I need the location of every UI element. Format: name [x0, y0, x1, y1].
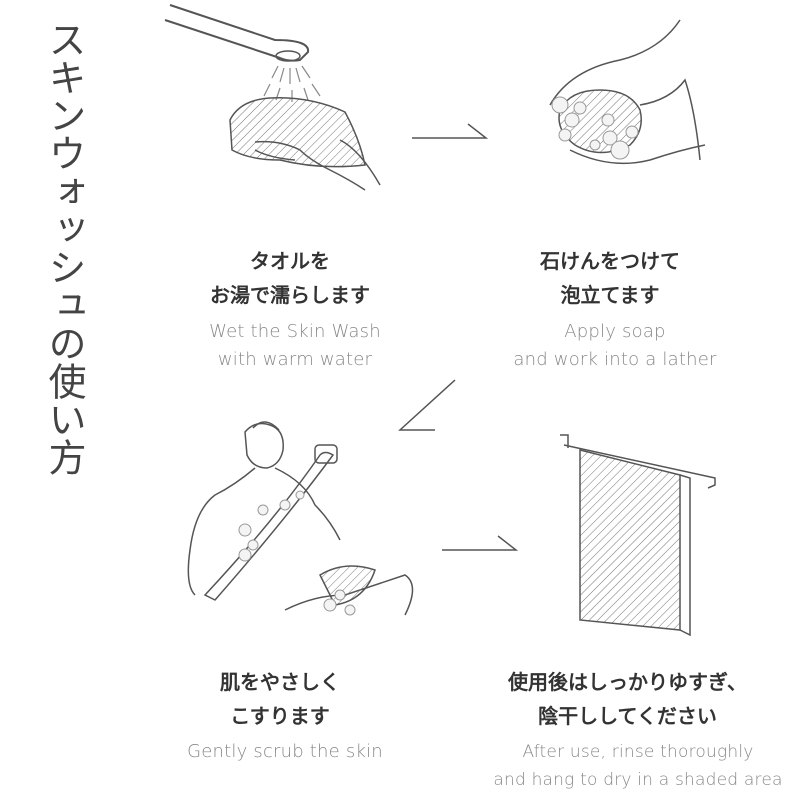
shower-towel-icon: [164, 4, 381, 191]
step3-english: Gently scrub the skin: [187, 741, 383, 762]
step3-japanese: 肌をやさしく こすります: [220, 670, 340, 728]
step2-english: Apply soap and work into a lather: [513, 321, 717, 370]
page-title: スキンウォッシュの使い方: [42, 20, 86, 476]
step1-english: Wet the Skin Wash with warm water: [209, 321, 381, 370]
towel-rack-icon: [560, 434, 716, 637]
step2-japanese: 石けんをつけて 泡立てます: [540, 249, 680, 307]
arrow-right-icon: [442, 535, 519, 551]
scrub-body-icon: [187, 421, 414, 616]
step4-english: After use, rinse thoroughly and hang to …: [493, 742, 783, 790]
arrow-right-icon: [412, 123, 489, 139]
step1-japanese: タオルを お湯で濡らします: [210, 249, 370, 307]
step4-japanese: 使用後はしっかりゆすぎ、 陰干ししてください: [508, 670, 747, 728]
arrow-diagonal-icon: [398, 379, 456, 431]
lather-hands-icon: [549, 19, 706, 165]
